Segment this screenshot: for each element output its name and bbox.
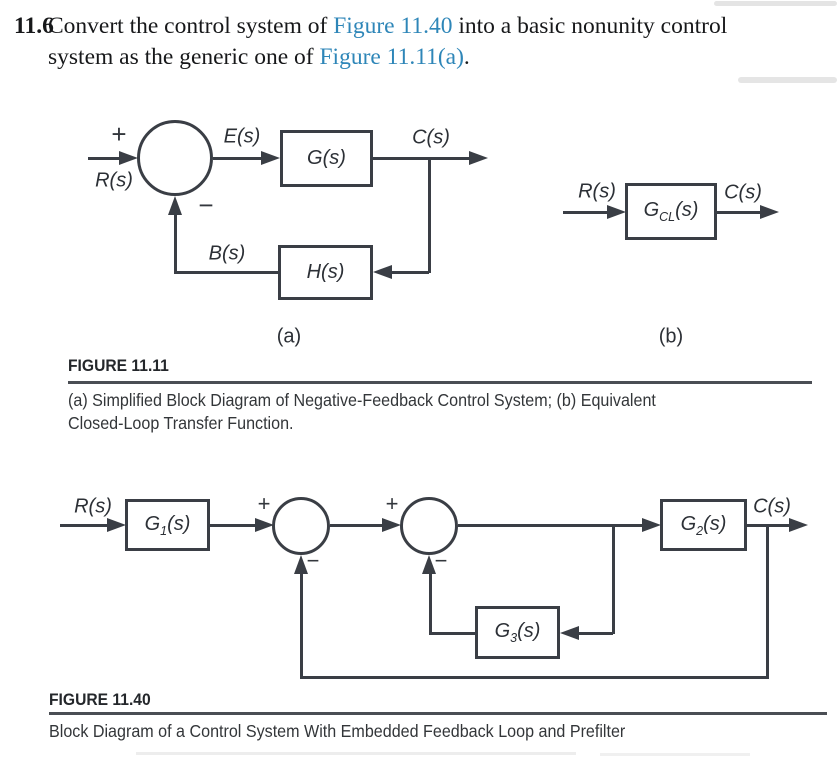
g3-block-label: G3(s): [494, 620, 541, 645]
connector-line: [300, 574, 303, 678]
c-signal-label: C(s): [724, 181, 762, 204]
connector-line: [428, 158, 431, 273]
r-signal-label: R(s): [74, 495, 112, 518]
arrowhead-icon: [107, 518, 126, 532]
connector-line: [563, 211, 607, 214]
connector-line: [373, 157, 469, 160]
figure-11-40-title: FIGURE 11.40: [49, 690, 151, 709]
scan-artifact: [600, 753, 750, 756]
connector-line: [60, 524, 107, 527]
subfigure-b-label: (b): [658, 325, 684, 348]
connector-line: [88, 157, 121, 160]
connector-line: [213, 157, 261, 160]
figure-11-40-caption-line1: Block Diagram of a Control System With E…: [49, 721, 626, 741]
connector-line: [579, 632, 613, 635]
connector-line: [174, 271, 278, 274]
plus-sign: +: [257, 491, 271, 516]
arrowhead-icon: [119, 151, 138, 165]
g1-block-label: G1(s): [144, 512, 191, 538]
gcl-block-label: GCL(s): [643, 199, 699, 224]
connector-line: [392, 271, 429, 274]
b-signal-label: B(s): [208, 242, 246, 265]
r-signal-label: R(s): [578, 180, 616, 203]
scan-artifact: [714, 1, 837, 6]
gs-block: G(s): [280, 130, 373, 187]
connector-line: [300, 676, 769, 679]
minus-sign: −: [434, 548, 448, 573]
summing-junction: [137, 120, 213, 196]
hs-block: H(s): [278, 245, 373, 300]
g3-block: G3(s): [475, 606, 560, 659]
connector-line: [429, 632, 475, 635]
connector-line: [174, 214, 177, 273]
gs-block-label: G(s): [307, 147, 346, 169]
problem-text: into a basic nonunity control: [452, 13, 728, 39]
hs-block-label: H(s): [306, 261, 345, 283]
arrowhead-icon: [560, 626, 579, 640]
c-signal-label: C(s): [753, 495, 791, 518]
r-signal-label: R(s): [95, 169, 133, 192]
figure-11-11-title: FIGURE 11.11: [68, 356, 169, 375]
connector-line: [210, 524, 255, 527]
problem-text-line2: system as the generic one of Figure 11.1…: [48, 44, 470, 71]
connector-line: [747, 524, 789, 527]
arrowhead-icon: [255, 518, 274, 532]
arrowhead-icon: [789, 518, 808, 532]
e-signal-label: E(s): [223, 125, 261, 148]
arrowhead-icon: [422, 555, 436, 574]
gcl-block: GCL(s): [625, 183, 717, 240]
g2-block: G2(s): [660, 499, 747, 551]
g2-block-label: G2(s): [680, 512, 727, 538]
arrowhead-icon: [760, 205, 779, 219]
connector-line: [612, 526, 615, 634]
arrowhead-icon: [382, 518, 401, 532]
problem-text: Convert the control system of: [48, 13, 334, 39]
figure-11-11-caption-line2: Closed-Loop Transfer Function.: [68, 413, 294, 433]
summing-junction-2: [400, 497, 458, 555]
problem-text-line1: Convert the control system of Figure 11.…: [48, 13, 727, 40]
connector-line: [458, 524, 642, 527]
connector-line: [766, 526, 769, 678]
caption-rule: [68, 381, 812, 384]
minus-sign: −: [306, 548, 320, 573]
connector-line: [330, 524, 382, 527]
connector-line: [429, 574, 432, 634]
minus-sign: −: [198, 190, 214, 220]
arrowhead-icon: [261, 151, 280, 165]
scan-artifact: [136, 752, 576, 755]
connector-line: [717, 211, 760, 214]
caption-rule: [49, 712, 827, 715]
c-signal-label: C(s): [412, 126, 450, 149]
plus-sign: +: [385, 491, 399, 516]
arrowhead-icon: [469, 151, 488, 165]
summing-junction-1: [272, 497, 330, 555]
scan-artifact: [738, 77, 837, 83]
subfigure-a-label: (a): [276, 325, 302, 348]
arrowhead-icon: [168, 196, 182, 215]
arrowhead-icon: [642, 518, 661, 532]
arrowhead-icon: [607, 205, 626, 219]
figure-11-40-link[interactable]: Figure 11.40: [333, 13, 453, 39]
problem-number: 11.6: [14, 13, 54, 39]
figure-11-11a-link[interactable]: Figure 11.11(a): [319, 44, 464, 70]
problem-text: system as the generic one of: [48, 44, 320, 70]
figure-11-11-caption-line1: (a) Simplified Block Diagram of Negative…: [68, 390, 656, 410]
problem-text: .: [463, 44, 470, 70]
plus-sign: +: [111, 119, 127, 149]
arrowhead-icon: [373, 265, 392, 279]
arrowhead-icon: [294, 555, 308, 574]
g1-block: G1(s): [125, 499, 210, 551]
